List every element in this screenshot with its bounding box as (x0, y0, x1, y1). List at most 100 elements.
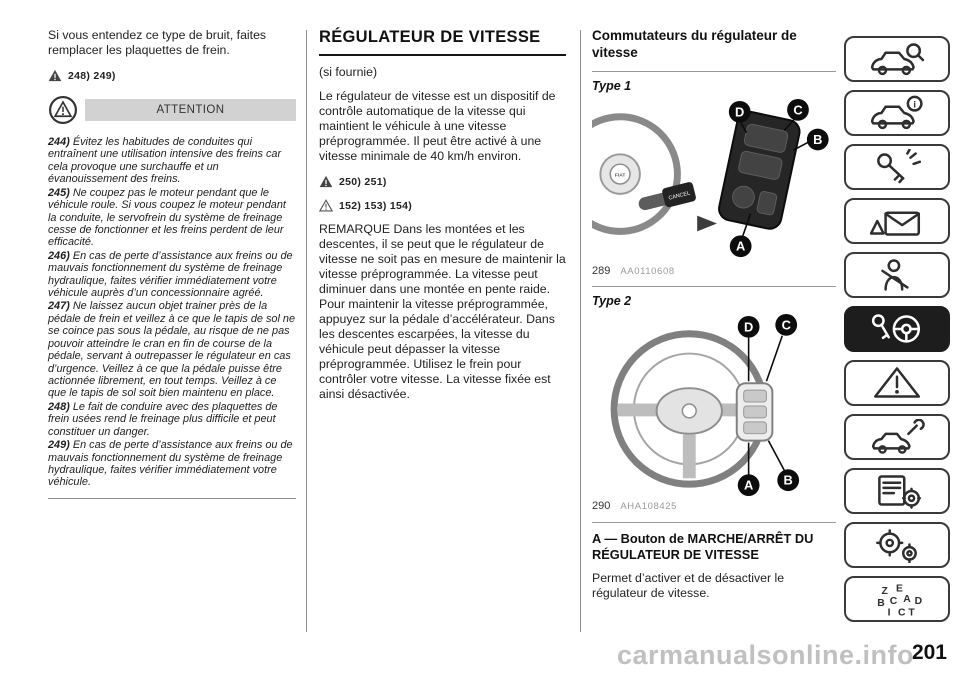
section-a-title: A — Bouton de MARCHE/ARRÊT DU RÉGULATEUR… (592, 521, 836, 564)
note-reference-numbers: 248) 249) (68, 69, 116, 82)
ignition-key-icon (877, 149, 922, 184)
steering-wheel-controls-illustration: D C A B (610, 313, 800, 496)
callout-b (806, 128, 829, 151)
cruise-control-stalk-illustration: FIAT CANCEL (592, 98, 829, 257)
callout-a (737, 474, 760, 496)
type2-label: Type 2 (592, 285, 836, 308)
svg-text:i: i (913, 100, 916, 110)
attention-bar: ATTENTION (85, 99, 296, 121)
control-stalk: CANCEL (638, 181, 696, 210)
page-number: 201 (911, 641, 947, 664)
svg-text:C: C (890, 596, 898, 607)
svg-text:D: D (735, 104, 744, 119)
gears-icon (876, 529, 917, 563)
svg-text:C: C (782, 317, 791, 332)
sidebar-tab-car-knowledge (844, 36, 950, 82)
intro-paragraph: Si vous entendez ce type de bruit, faite… (48, 28, 267, 57)
svg-text:D: D (915, 596, 923, 607)
callout-d (737, 315, 760, 338)
attention-header: ATTENTION (48, 95, 296, 125)
note-249: 249)En cas de perte d’assistance aux fre… (48, 439, 293, 489)
left-column: Si vous entendez ce type de bruit, faite… (48, 28, 296, 499)
sidebar-tab-servicing (844, 414, 950, 460)
svg-text:I: I (888, 608, 891, 617)
warning-references: 250) 251) (319, 175, 566, 188)
type1-label: Type 1 (592, 70, 836, 93)
warning-triangle-icon (319, 176, 333, 188)
column-divider-right (580, 30, 581, 632)
attention-label: ATTENTION (156, 104, 225, 116)
figure1-caption: 289 AA0110608 (592, 265, 836, 277)
figure1-code: AA0110608 (620, 265, 675, 277)
svg-text:A: A (744, 477, 753, 492)
sidebar-tab-ignition (844, 144, 950, 190)
note-246: 246)En cas de perte d’assistance aux fre… (48, 249, 293, 300)
note-245: 245)Ne coupez pas le moteur pendant que … (48, 186, 286, 249)
remark-paragraph: REMARQUE Dans les montées et les descent… (319, 222, 566, 402)
availability-note: (si fournie) (319, 65, 378, 80)
callout-c (775, 313, 798, 336)
warning-messages-icon (869, 211, 921, 236)
column-divider-left (306, 30, 307, 632)
wheel-badge (681, 403, 697, 419)
key-steering-wheel-icon (871, 314, 921, 343)
figure2-number: 290 (592, 499, 611, 512)
sidebar-tab-technical-data (844, 468, 950, 514)
svg-text:T: T (908, 608, 915, 617)
svg-text:Z: Z (881, 586, 888, 597)
svg-text:B: B (784, 472, 793, 487)
sidebar-tab-dashboard: i (844, 90, 950, 136)
callout-a (729, 235, 752, 257)
figure1-number: 289 (592, 264, 611, 277)
caution-triangle-icon (319, 199, 333, 212)
emergency-triangle-icon (873, 367, 921, 398)
callout-d (728, 100, 751, 123)
warning-circle-icon (49, 96, 77, 124)
figure-type2: D C A B 290 AHA108425 (592, 312, 836, 512)
fiat-badge (609, 163, 631, 185)
callout-c (787, 98, 809, 121)
svg-text:B: B (877, 598, 885, 609)
figure2-caption: 290 AHA108425 (592, 500, 836, 512)
middle-column: RÉGULATEUR DE VITESSE (si fournie) Le ré… (319, 28, 566, 402)
notes-block: 244)Évitez les habitudes de conduites qu… (48, 136, 296, 489)
car-info-icon: i (870, 95, 923, 130)
svg-text:E: E (896, 584, 903, 595)
zoom-arrow-icon (697, 215, 717, 232)
watermark: carmanualsonline.info (616, 640, 914, 670)
caution-reference-numbers: 152) 153) 154) (339, 199, 413, 212)
callout-b (777, 469, 800, 491)
switches-heading: Commutateurs du régulateur de vitesse (592, 28, 797, 60)
figure2-code: AHA108425 (620, 500, 677, 512)
document-gear-icon (878, 475, 922, 509)
sidebar-tab-safety (844, 252, 950, 298)
left-column-bottom-rule (48, 497, 296, 499)
car-search-icon (870, 43, 925, 76)
svg-text:D: D (744, 319, 753, 334)
svg-text:C: C (793, 102, 802, 117)
cancel-button-label: CANCEL (668, 190, 691, 201)
svg-text:A: A (903, 594, 911, 605)
car-wrench-icon (871, 419, 925, 454)
figure-type1: FIAT CANCEL (592, 97, 836, 277)
fiat-logo-text: FIAT (615, 172, 626, 178)
note-248: 248)Le fait de conduire avec des plaquet… (48, 400, 278, 438)
section-a-text: Permet d’activer et de désactiver le rég… (592, 570, 785, 600)
section-tab-sidebar: i (844, 36, 950, 622)
note-247: 247)Ne laissez aucun objet trainer près … (48, 300, 296, 400)
note-244: 244)Évitez les habitudes de conduites qu… (48, 136, 282, 186)
wheel-control-pod (735, 381, 774, 442)
note-references: 248) 249) (48, 69, 296, 82)
svg-text:C: C (898, 608, 906, 617)
sidebar-tab-specifications (844, 522, 950, 568)
right-column: Commutateurs du régulateur de vitesse Ty… (592, 28, 836, 601)
cruise-intro-paragraph: Le régulateur de vitesse est un disposit… (319, 89, 556, 164)
warning-triangle-icon (48, 69, 62, 82)
caution-references: 152) 153) 154) (319, 199, 566, 212)
warning-reference-numbers: 250) 251) (339, 175, 387, 188)
sidebar-tab-emergency (844, 360, 950, 406)
control-panel-zoom (718, 110, 801, 230)
svg-text:B: B (813, 132, 822, 147)
